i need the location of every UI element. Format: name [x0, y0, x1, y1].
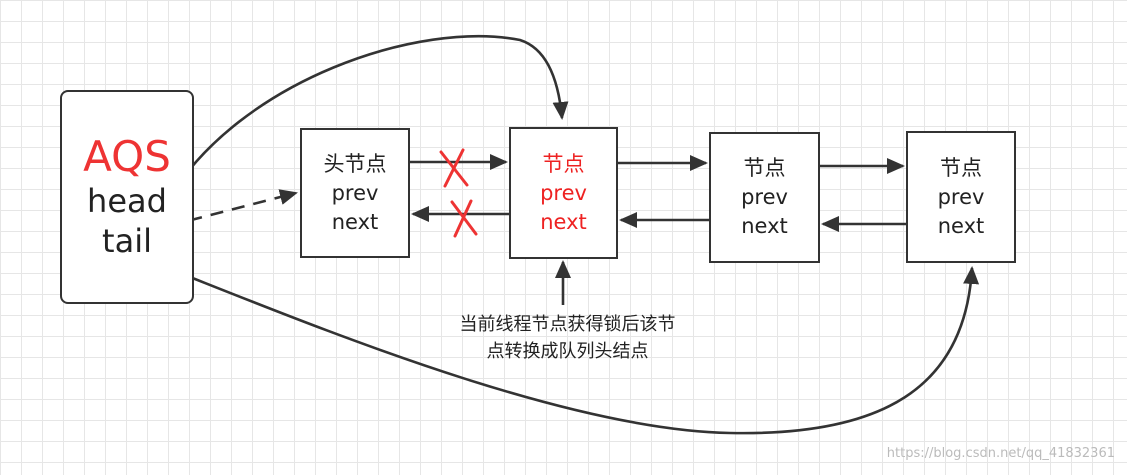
node-next-label: next — [937, 213, 985, 238]
node-next-label: next — [540, 209, 587, 234]
queue-node-4: 节点 prev next — [906, 131, 1016, 263]
aqs-title: AQS — [83, 132, 171, 181]
tail-to-last-arrow — [161, 264, 980, 435]
caption-line-1: 当前线程节点获得锁后该节 — [459, 314, 676, 335]
queue-node-head: 头节点 prev next — [300, 128, 410, 258]
node-next-label: next — [741, 214, 788, 238]
node-prev-label: prev — [741, 185, 788, 209]
watermark: https://blog.csdn.net/qq_41832361 — [886, 446, 1115, 461]
queue-node-current: 节点 prev next — [509, 127, 618, 259]
aqs-box: AQS head tail — [60, 90, 194, 304]
node-prev-label: prev — [540, 180, 587, 205]
cut-mark-top — [439, 148, 469, 188]
node-next-label: next — [331, 209, 379, 234]
node-prev-label: prev — [937, 184, 985, 209]
node-title: 节点 — [743, 156, 786, 180]
queue-node-3: 节点 prev next — [709, 132, 820, 263]
head-to-current-arrow — [166, 34, 569, 201]
node-title: 节点 — [940, 155, 982, 180]
caption: 当前线程节点获得锁后该节 点转换成队列头结点 — [420, 311, 715, 365]
cut-mark-bottom — [450, 199, 478, 238]
node-prev-label: prev — [331, 180, 379, 205]
node-title: 节点 — [542, 151, 585, 176]
node-title: 头节点 — [323, 151, 387, 176]
aqs-head-label: head — [87, 182, 167, 220]
caption-line-2: 点转换成队列头结点 — [486, 341, 649, 362]
aqs-tail-label: tail — [102, 222, 152, 260]
